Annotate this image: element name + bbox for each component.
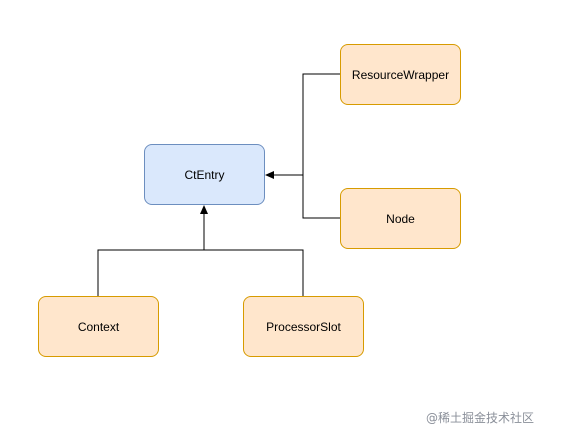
node-processorslot-label: ProcessorSlot: [266, 319, 341, 334]
node-node-label: Node: [386, 211, 415, 226]
edge-resourcewrapper-to-ctentry: [265, 73, 340, 179]
edge-node-to-ctentry: [302, 175, 340, 219]
node-resourcewrapper[interactable]: ResourceWrapper: [340, 44, 461, 105]
node-resourcewrapper-label: ResourceWrapper: [351, 67, 450, 82]
edge-context-to-ctentry: [97, 205, 208, 296]
node-context-label: Context: [77, 319, 120, 334]
node-context[interactable]: Context: [38, 296, 159, 357]
node-node[interactable]: Node: [340, 188, 461, 249]
node-ctentry-label: CtEntry: [184, 167, 225, 182]
watermark-text: @稀土掘金技术社区: [426, 411, 535, 425]
node-ctentry[interactable]: CtEntry: [144, 144, 265, 205]
node-processorslot[interactable]: ProcessorSlot: [243, 296, 364, 357]
edge-processorslot-to-ctentry: [204, 249, 304, 296]
